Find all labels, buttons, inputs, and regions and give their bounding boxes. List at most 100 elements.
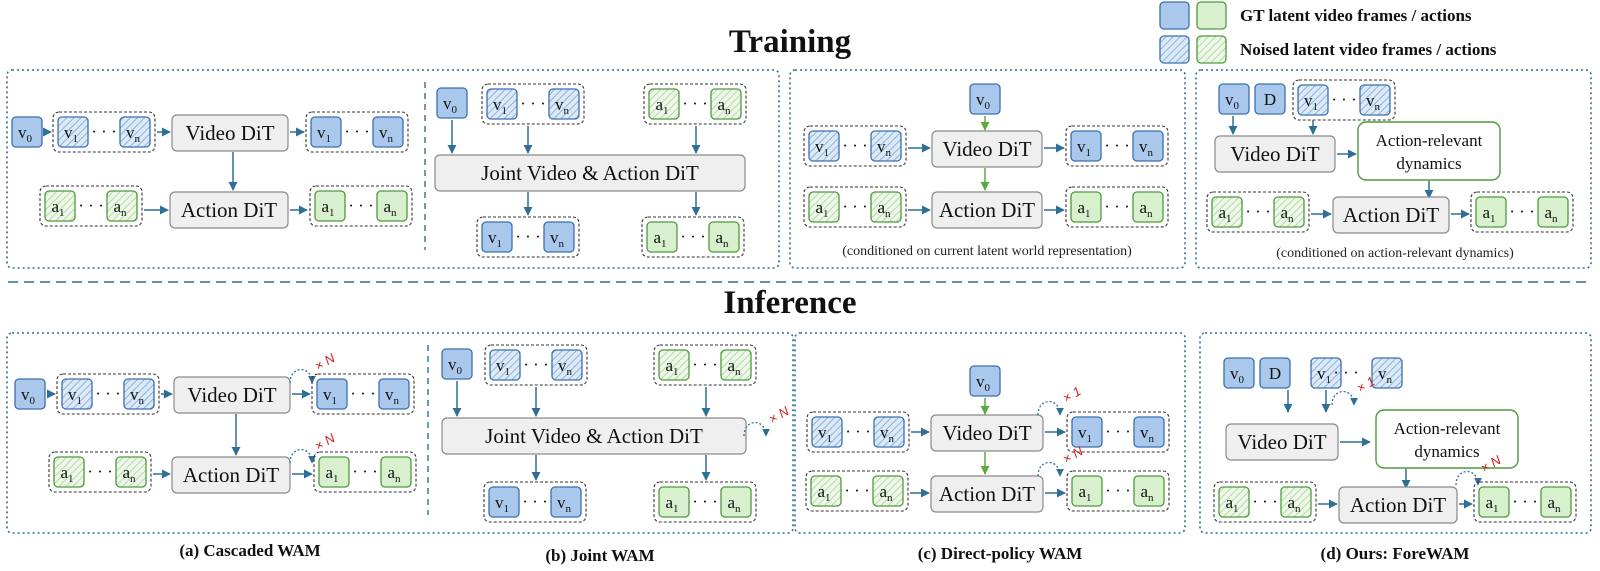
video-dit-label: Video DiT (1237, 430, 1326, 454)
token-subscript: 1 (73, 133, 79, 145)
token-subscript: 1 (1087, 433, 1093, 445)
ellipsis: · · · (522, 492, 547, 511)
repeat-loop (1037, 461, 1064, 477)
token-box (1359, 84, 1391, 116)
token-subscript: n (388, 133, 394, 145)
token-group-outline (1213, 481, 1317, 523)
token-subscript: 0 (985, 100, 991, 112)
video-dit-box (1214, 135, 1336, 173)
action-dit-label: Action DiT (181, 198, 277, 222)
video-token-group: · · · (305, 111, 409, 153)
token-subscript: n (391, 207, 397, 219)
video-token: vn (873, 416, 905, 448)
ellipsis: · · · (1331, 90, 1356, 109)
inference-title: Inference (723, 285, 856, 321)
action-token: an (1273, 196, 1305, 228)
token-box (1133, 416, 1165, 448)
token-subscript: n (1149, 433, 1155, 445)
token-subscript: 1 (661, 238, 667, 250)
video-token: vn (550, 486, 582, 518)
token-box (119, 116, 151, 148)
token-subscript: n (889, 433, 895, 445)
token-box (872, 475, 904, 507)
token-subscript: 1 (68, 473, 74, 485)
action-token: an (872, 475, 904, 507)
action-dit-label: Action DiT (1343, 203, 1439, 227)
video-dit-box (1225, 423, 1339, 461)
video-token-group: · · · (52, 111, 156, 153)
action-token: an (1540, 486, 1572, 518)
video-token: vn (1132, 130, 1164, 162)
video-token: v0 (969, 83, 1001, 115)
token-box (1132, 191, 1164, 223)
action-token-group: · · · (313, 451, 417, 493)
dynamics-label-line1: Action-relevant (1376, 131, 1483, 150)
token-subscript: 0 (27, 133, 33, 145)
token-subscript: n (394, 395, 400, 407)
action-token: a1 (1475, 196, 1507, 228)
token-subscript: n (735, 366, 741, 378)
token-group-outline (481, 83, 585, 125)
caption-c: (c) Direct-policy WAM (918, 544, 1083, 563)
action-token-group: · · · (1206, 191, 1310, 233)
token-subscript: 0 (30, 395, 36, 407)
ellipsis: · · · (520, 94, 545, 113)
token-subscript: 1 (827, 433, 833, 445)
token-box (1478, 486, 1510, 518)
ellipsis: · · · (91, 122, 116, 141)
action-dit-box (1338, 486, 1458, 524)
token-group-outline (305, 111, 409, 153)
token-box (969, 83, 1001, 115)
video-token: vn (372, 116, 404, 148)
video-token: vn (123, 378, 155, 410)
video-token: v1 (310, 116, 342, 148)
ellipsis: · · · (523, 355, 548, 374)
token-subscript: 1 (1086, 147, 1092, 159)
ellipsis: · · · (842, 136, 867, 155)
repeat-loop (1455, 470, 1482, 486)
token-box (1475, 196, 1507, 228)
video-dit-label: Video DiT (185, 121, 274, 145)
token-box (53, 456, 85, 488)
action-token-group: · · · (643, 83, 747, 125)
token-box (658, 349, 690, 381)
token-box (57, 116, 89, 148)
ellipsis: · · · (682, 94, 707, 113)
token-group-outline (643, 83, 747, 125)
video-dit-box (930, 414, 1044, 452)
dynamics-label-line1: Action-relevant (1394, 419, 1501, 438)
token-box (1310, 357, 1342, 389)
action-dit-box (171, 456, 291, 494)
token-subscript: 1 (329, 207, 335, 219)
ellipsis: · · · (844, 481, 869, 500)
ellipsis: · · · (1509, 202, 1534, 221)
video-token: vn (543, 221, 575, 253)
token-group-outline (48, 451, 152, 493)
token-subscript: 1 (326, 133, 332, 145)
token-box (372, 116, 404, 148)
token-box (1297, 84, 1329, 116)
action-token: a1 (1071, 475, 1103, 507)
ellipsis: · · · (845, 422, 870, 441)
video-dit-label: Video DiT (942, 421, 1031, 445)
legend-noised-action-swatch (1196, 35, 1227, 64)
panel-border (6, 69, 780, 269)
token-subscript: n (885, 208, 891, 220)
ellipsis: · · · (1104, 197, 1129, 216)
video-token-group: · · · (803, 125, 907, 167)
token-group-outline (653, 344, 757, 386)
token-subscript: 1 (1226, 213, 1232, 225)
action-token-group: · · · (805, 470, 909, 512)
video-token-group: · · · (311, 373, 415, 415)
action-token: a1 (44, 190, 76, 222)
token-subscript: 1 (77, 395, 83, 407)
token-group-outline (311, 373, 415, 415)
video-token: v1 (488, 486, 520, 518)
repeat-loop (1037, 400, 1064, 416)
action-dit-box (931, 191, 1043, 229)
video-token: v1 (1310, 357, 1342, 389)
token-subscript: 1 (663, 105, 669, 117)
repeat-loop (1331, 390, 1358, 406)
video-token-group: · · · (484, 344, 588, 386)
action-token: an (115, 456, 147, 488)
